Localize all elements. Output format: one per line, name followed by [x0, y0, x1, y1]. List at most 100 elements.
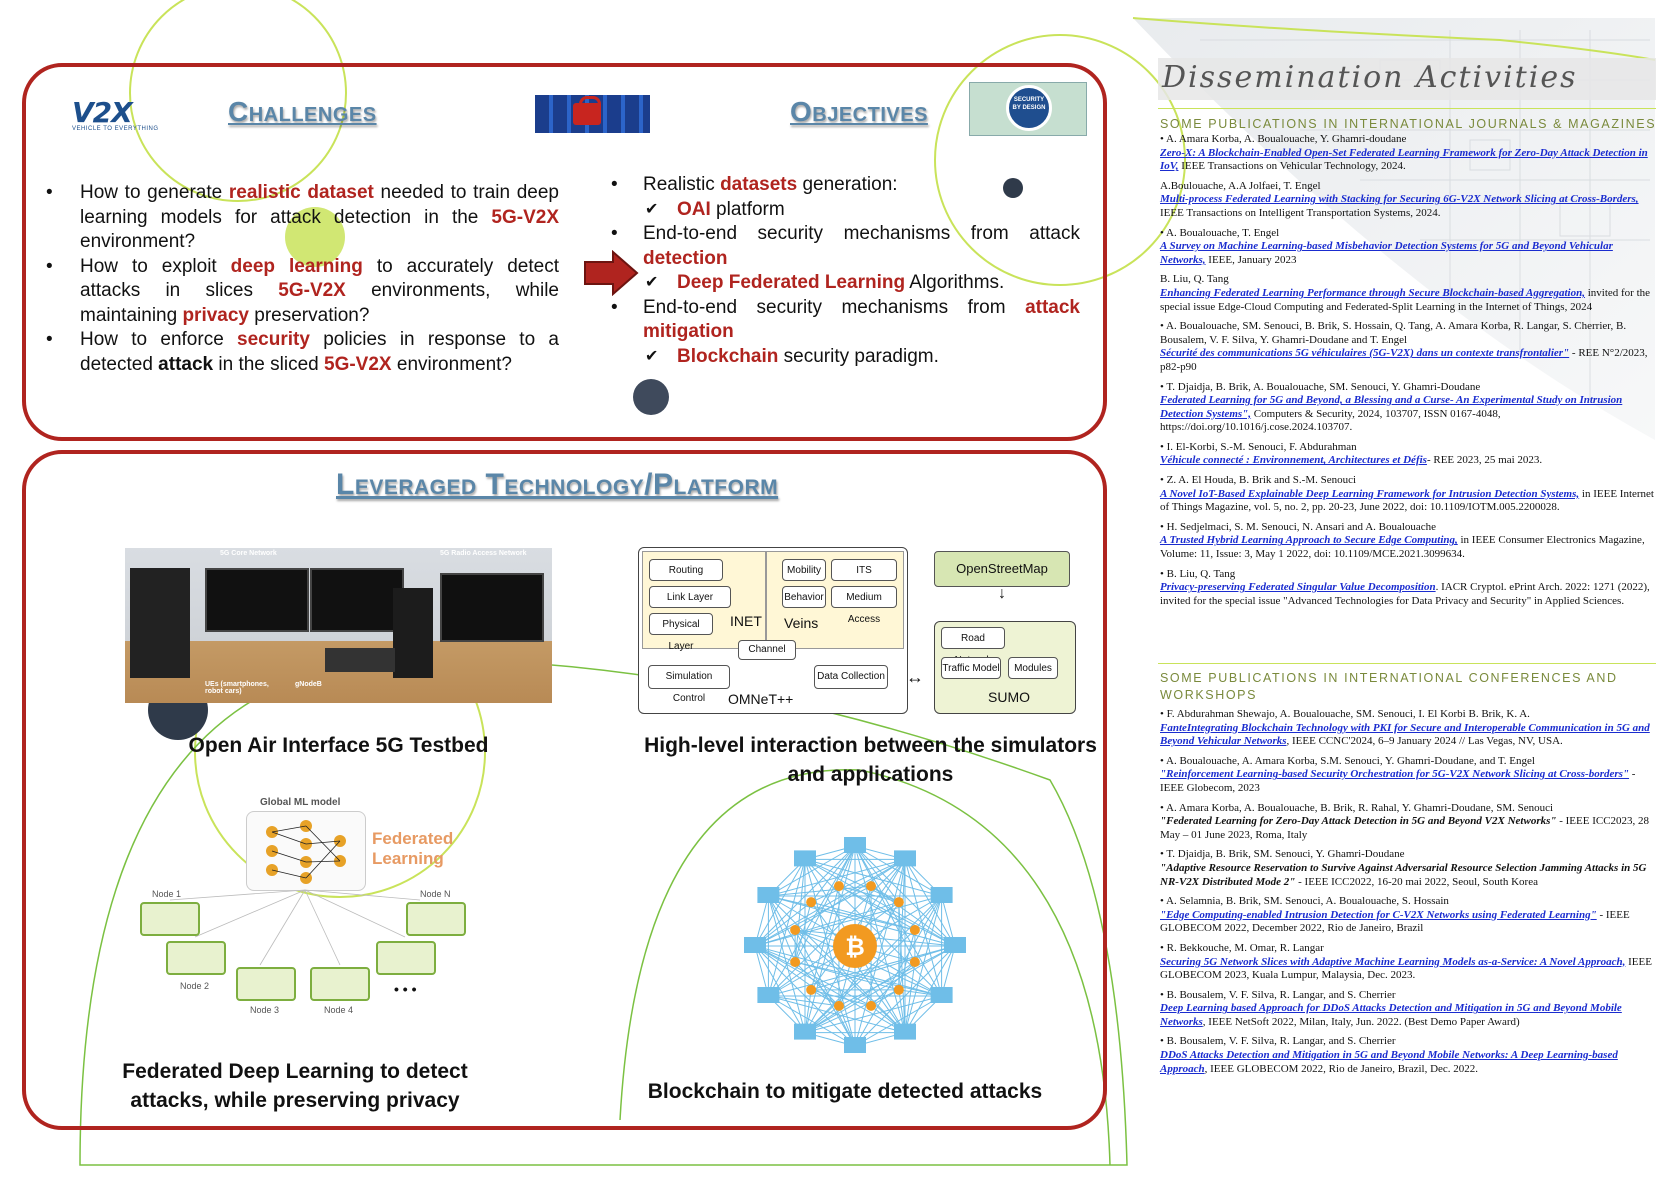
reference-venue: IEEE, January 2023	[1206, 254, 1297, 266]
reference-item: • I. El-Korbi, S.-M. Senouci, F. Abdurah…	[1160, 441, 1655, 468]
text-run: Blockchain	[677, 346, 778, 367]
reference-item: • F. Abdurahman Shewajo, A. Boualouache,…	[1160, 708, 1655, 749]
text-run: Algorithms.	[905, 272, 1004, 293]
journals-list: • A. Amara Korba, A. Boualouache, Y. Gha…	[1160, 133, 1655, 614]
reference-title-link[interactable]: Securing 5G Network Slices with Adaptive…	[1160, 956, 1625, 968]
text-run: preservation?	[249, 305, 369, 326]
node-4-label: Node 4	[324, 1005, 353, 1015]
reference-title: "Federated Learning for Zero-Day Attack …	[1160, 815, 1556, 827]
reference-venue: , IEEE GLOBECOM 2022, Rio de Janeiro, Br…	[1205, 1063, 1478, 1075]
routing-box: Routing Protocols	[649, 559, 723, 581]
node-4-icon	[310, 967, 370, 1001]
reference-authors: • A. Amara Korba, A. Boualouache, B. Bri…	[1160, 802, 1553, 814]
reference-authors: • A. Boualouache, SM. Senouci, B. Brik, …	[1160, 320, 1626, 346]
reference-title-link[interactable]: Multi-process Federated Learning with St…	[1160, 193, 1639, 205]
physical-box: Physical Layer	[649, 613, 713, 635]
datacol-box: Data Collection	[814, 665, 888, 689]
reference-authors: • B. Bousalem, V. F. Silva, R. Langar, a…	[1160, 989, 1396, 1001]
challenge-item: •How to exploit deep learning to accurat…	[24, 255, 559, 329]
challenge-item: •How to generate realistic dataset neede…	[24, 181, 559, 255]
text-run: OAI	[677, 199, 711, 220]
computer-icon	[794, 850, 816, 866]
reference-item: • R. Bekkouche, M. Omar, R. LangarSecuri…	[1160, 942, 1655, 983]
objectives-list: •Realistic datasets generation:✔OAI plat…	[605, 173, 1080, 369]
node-2-icon	[166, 941, 226, 975]
text-run: 5G-V2X	[278, 280, 346, 301]
reference-title-link[interactable]: Enhancing Federated Learning Performance…	[1160, 287, 1585, 299]
text-run: detection	[643, 248, 727, 269]
reference-venue: , IEEE CCNC'2024, 6–9 January 2024 // La…	[1287, 735, 1563, 747]
reference-title-link[interactable]: "Reinforcement Learning-based Security O…	[1160, 768, 1629, 780]
text-run: generation:	[797, 174, 897, 195]
simctl-box: Simulation Control	[648, 665, 730, 689]
blockchain-diagram: ₿	[730, 826, 980, 1066]
reference-item: • Z. A. El Houda, B. Brik and S.-M. Seno…	[1160, 474, 1655, 515]
reference-item: • A. Amara Korba, A. Boualouache, B. Bri…	[1160, 802, 1655, 843]
text-run: Deep Federated Learning	[677, 272, 905, 293]
v2x-logo-sub: VEHICLE TO EVERYTHING	[72, 126, 197, 132]
blockchain-node-dot	[834, 1001, 844, 1011]
security-by-design-badge: SECURITY BY DESIGN	[969, 82, 1087, 136]
technology-heading: Leveraged Technology/Platform	[336, 468, 778, 502]
blockchain-node-dot	[790, 925, 800, 935]
reference-title-link[interactable]: "Edge Computing-enabled Intrusion Detect…	[1160, 909, 1597, 921]
bullet-icon: •	[46, 181, 53, 206]
reference-title-link[interactable]: Sécurité des communications 5G véhiculai…	[1160, 347, 1569, 359]
reference-authors: • A. Boualouache, T. Engel	[1160, 227, 1279, 239]
text-run: privacy	[182, 305, 249, 326]
text-run: How to enforce	[80, 329, 237, 350]
reference-title-link[interactable]: Véhicule connecté : Environnement, Archi…	[1160, 454, 1427, 466]
reference-item: A.Boulouache, A.A Jolfaei, T. EngelMulti…	[1160, 180, 1655, 221]
badge-text: SECURITY BY DESIGN	[1010, 96, 1048, 112]
node-1-label: Node 1	[152, 889, 181, 899]
ellipsis: • • •	[394, 981, 416, 997]
computer-icon	[844, 1037, 866, 1053]
road-box: Road Network	[941, 627, 1005, 649]
node-3-label: Node 3	[250, 1005, 279, 1015]
reference-authors: • F. Abdurahman Shewajo, A. Boualouache,…	[1160, 708, 1530, 720]
challenge-item: •How to enforce security policies in res…	[24, 328, 559, 377]
federated-diagram: Global ML model Federated Learning Node …	[140, 795, 490, 1025]
reference-venue: - IEEE ICC2022, 16-20 mai 2022, Seoul, S…	[1295, 876, 1538, 888]
reference-authors: • T. Djaidja, B. Brik, A. Boualouache, S…	[1160, 381, 1480, 393]
reference-item: • T. Djaidja, B. Brik, SM. Senouci, Y. G…	[1160, 848, 1655, 889]
text-run: 5G-V2X	[324, 354, 392, 375]
conferences-list: • F. Abdurahman Shewajo, A. Boualouache,…	[1160, 708, 1655, 1082]
challenges-heading: Challenges	[228, 96, 377, 128]
objective-subitem: ✔ Deep Federated Learning Algorithms.	[605, 271, 1080, 296]
text-run: environment?	[392, 354, 512, 375]
computer-icon	[844, 837, 866, 853]
osm-box: OpenStreetMap	[934, 551, 1070, 587]
reference-title-link[interactable]: A Trusted Hybrid Learning Approach to Se…	[1160, 534, 1458, 546]
reference-authors: • A. Boualouache, A. Amara Korba, S.M. S…	[1160, 755, 1535, 767]
testbed-label-ues: UEs (smartphones, robot cars)	[205, 681, 275, 695]
computer-icon	[757, 887, 779, 903]
reference-authors: • T. Djaidja, B. Brik, SM. Senouci, Y. G…	[1160, 848, 1405, 860]
reference-venue: - REE 2023, 25 mai 2023.	[1427, 454, 1542, 466]
objective-item: •End-to-end security mechanisms from att…	[605, 296, 1080, 345]
bullet-icon: •	[46, 255, 53, 280]
text-run: 5G-V2X	[491, 207, 559, 228]
computer-icon	[944, 937, 966, 953]
title-divider	[1158, 108, 1656, 109]
reference-authors: • A. Selamnia, B. Brik, SM. Senouci, A. …	[1160, 895, 1449, 907]
node-5-icon	[376, 941, 436, 975]
text-run: How to generate	[80, 182, 229, 203]
node-n-icon	[406, 902, 466, 936]
text-run: platform	[711, 199, 785, 220]
simulator-caption: High-level interaction between the simul…	[638, 731, 1103, 789]
objectives-heading: Objectives	[790, 96, 928, 128]
objective-item: •End-to-end security mechanisms from att…	[605, 222, 1080, 271]
simulator-diagram: Routing Protocols Link Layer Protocols P…	[638, 545, 1078, 715]
computer-icon	[757, 987, 779, 1003]
reference-title-link[interactable]: Privacy-preserving Federated Singular Va…	[1160, 581, 1436, 593]
blockchain-node-dot	[806, 985, 816, 995]
blockchain-node-dot	[866, 881, 876, 891]
veins-label: Veins	[784, 615, 818, 631]
bullet-icon: •	[611, 222, 618, 247]
reference-title-link[interactable]: A Novel IoT-Based Explainable Deep Learn…	[1160, 488, 1579, 500]
check-icon: ✔	[645, 271, 658, 296]
testbed-caption: Open Air Interface 5G Testbed	[125, 731, 552, 760]
computer-icon	[931, 987, 953, 1003]
bullet-icon: •	[611, 173, 618, 198]
